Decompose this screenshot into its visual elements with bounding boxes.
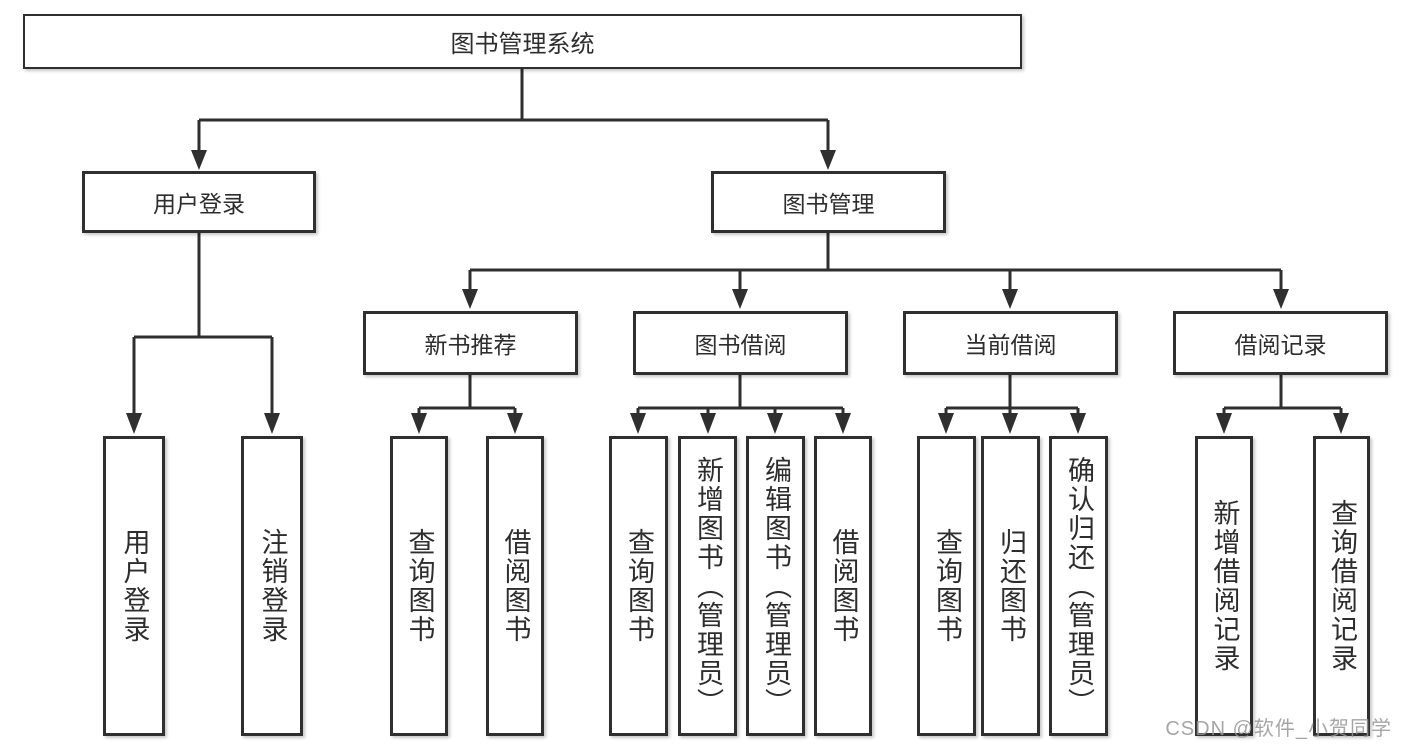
node-book-borrowing: 图书借阅	[633, 311, 848, 375]
leaf-label: 借阅图书	[500, 528, 531, 644]
leaf-user-login: 用户登录	[103, 436, 165, 736]
node-user-login: 用户登录	[82, 171, 316, 233]
node-new-book-recommendation: 新书推荐	[363, 311, 578, 375]
leaf-logout: 注销登录	[241, 436, 303, 736]
leaf-label: 归还图书	[996, 528, 1026, 644]
leaf-edit-book-admin: 编辑图书（管理员）	[746, 436, 805, 736]
leaf-label: 注销登录	[257, 528, 288, 644]
node-book-management: 图书管理	[711, 171, 946, 233]
node-borrowing-records: 借阅记录	[1173, 311, 1388, 375]
leaf-query-books-recommend: 查询图书	[390, 436, 448, 736]
leaf-query-books-borrow: 查询图书	[609, 436, 668, 736]
leaf-label: 借阅图书	[828, 528, 859, 644]
leaf-add-book-admin: 新增图书（管理员）	[678, 436, 737, 736]
leaf-return-book: 归还图书	[981, 436, 1040, 736]
watermark: CSDN @软件_小贺同学	[1165, 718, 1392, 740]
leaf-label: 查询图书	[404, 528, 435, 644]
leaf-label: 编辑图书（管理员）	[761, 455, 791, 717]
leaf-label: 用户登录	[119, 528, 150, 644]
leaf-label: 查询图书	[932, 528, 962, 644]
leaf-label: 新增图书（管理员）	[693, 455, 723, 717]
leaf-query-books-current: 查询图书	[917, 436, 976, 736]
node-library-management-system: 图书管理系统	[23, 14, 1022, 69]
node-current-borrowing: 当前借阅	[903, 311, 1118, 375]
leaf-label: 确认归还（管理员）	[1064, 455, 1094, 717]
leaf-add-borrow-record: 新增借阅记录	[1195, 436, 1253, 736]
leaf-confirm-return-admin: 确认归还（管理员）	[1049, 436, 1108, 736]
leaf-label: 新增借阅记录	[1209, 499, 1240, 673]
leaf-borrow-books-recommend: 借阅图书	[486, 436, 544, 736]
leaf-borrow-books: 借阅图书	[814, 436, 872, 736]
leaf-label: 查询图书	[624, 528, 654, 644]
leaf-query-borrow-record: 查询借阅记录	[1313, 436, 1370, 736]
leaf-label: 查询借阅记录	[1327, 499, 1357, 673]
